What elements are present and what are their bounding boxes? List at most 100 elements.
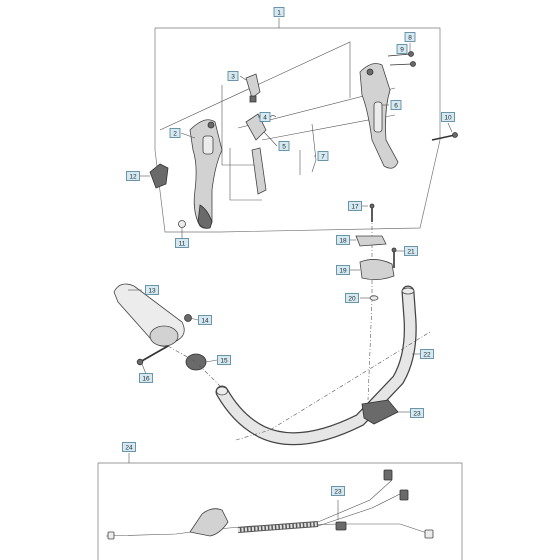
callout-c11: 11 (175, 238, 189, 248)
wiring-harness (105, 469, 434, 540)
callout-c1: 1 (273, 7, 285, 17)
callout-box (145, 285, 159, 295)
callout-box (273, 7, 285, 17)
callout-label: 2 (173, 130, 177, 137)
clamp-knob (185, 353, 207, 371)
callout-box (278, 141, 290, 151)
callout-c7: 7 (317, 151, 329, 161)
callout-box (122, 442, 136, 452)
callout-box (396, 44, 408, 54)
callout-label: 18 (339, 237, 347, 244)
callout-label: 16 (142, 375, 150, 382)
callout-box (331, 486, 345, 496)
callout-box (390, 100, 402, 110)
callout-box (217, 355, 231, 365)
callout-c5: 5 (278, 141, 290, 151)
callout-label: 24 (125, 444, 133, 451)
callout-box (410, 408, 424, 418)
screw-17 (369, 203, 375, 222)
callout-label: 4 (263, 114, 267, 121)
callout-box (441, 112, 455, 122)
callout-c4: 4 (259, 112, 271, 122)
clamp-nut (184, 314, 192, 322)
callout-c8: 8 (404, 32, 416, 42)
callout-c21: 21 (404, 246, 418, 256)
callout-label: 1 (277, 9, 281, 16)
callout-c2: 2 (169, 128, 181, 138)
clamp-bolt (136, 345, 169, 366)
assembly-leaders (159, 41, 396, 201)
front-grip (113, 283, 185, 347)
bracket-plate-18 (355, 235, 387, 247)
washer-20 (369, 295, 379, 301)
callout-label: 13 (148, 287, 156, 294)
left-handle-half (189, 119, 223, 229)
callout-c10: 10 (441, 112, 455, 122)
callout-box (336, 265, 350, 275)
callout-box (259, 112, 271, 122)
callout-box (345, 293, 359, 303)
assembly-axis-grip (167, 345, 223, 389)
throttle-lever (245, 73, 261, 103)
callout-label: 11 (179, 240, 186, 247)
callout-label: 9 (400, 46, 404, 53)
callout-label: 8 (408, 34, 412, 41)
callout-box (139, 373, 153, 383)
callout-c6: 6 (390, 100, 402, 110)
callout-c23a: 23 (410, 408, 424, 418)
callout-label: 5 (282, 143, 286, 150)
handle-assembly-frame (154, 18, 441, 233)
callout-label: 23 (334, 488, 342, 495)
bracket-axis-2 (235, 331, 431, 441)
callout-label: 6 (394, 102, 398, 109)
callout-box (420, 349, 434, 359)
callout-c17: 17 (348, 201, 362, 211)
rod (311, 123, 317, 173)
callout-label: 10 (444, 114, 452, 121)
callout-c15: 15 (217, 355, 231, 365)
callout-c20: 20 (345, 293, 359, 303)
callout-c23b: 23 (331, 486, 345, 496)
callout-c19: 19 (336, 265, 350, 275)
callout-label: 14 (201, 317, 209, 324)
callout-box (198, 315, 212, 325)
callout-box (227, 71, 239, 81)
callout-c12: 12 (126, 171, 140, 181)
callout-c18: 18 (336, 235, 350, 245)
callout-c16: 16 (139, 373, 153, 383)
callout-layer: 1234567891011121314151617181920212223242… (122, 7, 455, 496)
callout-label: 23 (413, 410, 421, 417)
callout-label: 20 (348, 295, 356, 302)
bracket-19 (359, 259, 395, 280)
callout-c3: 3 (227, 71, 239, 81)
callout-label: 12 (129, 173, 137, 180)
callout-box (404, 246, 418, 256)
callout-leaders (128, 43, 453, 375)
screw-21 (391, 247, 397, 268)
callout-label: 15 (220, 357, 228, 364)
callout-box (169, 128, 181, 138)
trigger (245, 113, 267, 195)
callout-label: 19 (339, 267, 347, 274)
callout-box (317, 151, 329, 161)
callout-c13: 13 (145, 285, 159, 295)
wiring-assembly-frame (97, 453, 463, 560)
screws (387, 51, 416, 67)
callout-label: 3 (231, 73, 235, 80)
callout-box (126, 171, 140, 181)
callout-box (336, 235, 350, 245)
callout-c14: 14 (198, 315, 212, 325)
callout-c22: 22 (420, 349, 434, 359)
callout-c9: 9 (396, 44, 408, 54)
callout-c24: 24 (122, 442, 136, 452)
handlebar-tube (215, 285, 417, 446)
callout-box (404, 32, 416, 42)
callout-label: 22 (423, 351, 431, 358)
callout-box (348, 201, 362, 211)
right-handle-half (359, 63, 399, 169)
callout-box (175, 238, 189, 248)
callout-label: 7 (321, 153, 325, 160)
long-screw (431, 132, 458, 141)
lower-clamp-23 (361, 399, 412, 425)
